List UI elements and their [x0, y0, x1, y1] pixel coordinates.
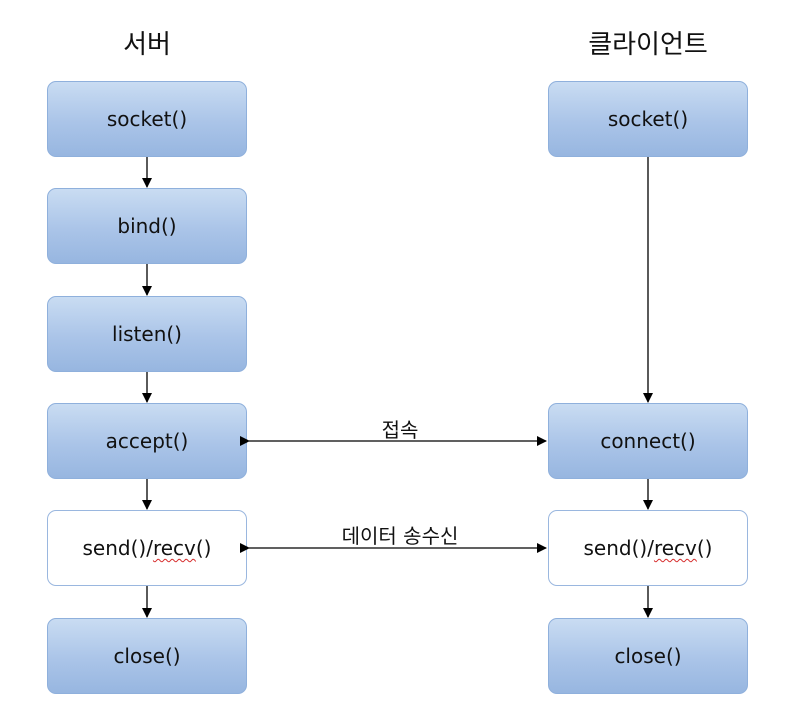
client-send-recv-box: send()/recv() [548, 510, 748, 586]
connect-edge-label: 접속 [381, 418, 419, 442]
client-column-title: 클라이언트 [588, 30, 708, 60]
server-recv-paren: () [195, 536, 212, 560]
server-recv-label: recv [152, 536, 196, 560]
client-close-box: close() [548, 618, 748, 694]
client-recv-label: recv [653, 536, 697, 560]
client-socket-box: socket() [548, 81, 748, 157]
server-send-label: send()/ [82, 536, 153, 560]
server-close-box: close() [47, 618, 247, 694]
client-close-label: close() [614, 644, 682, 668]
server-listen-box: listen() [47, 296, 247, 372]
data-transfer-edge-label: 데이터 송수신 [341, 524, 459, 548]
server-listen-label: listen() [112, 322, 182, 346]
server-column-title: 서버 [123, 30, 171, 60]
client-send-label: send()/ [583, 536, 654, 560]
client-connect-box: connect() [548, 403, 748, 479]
client-recv-paren: () [696, 536, 713, 560]
server-close-label: close() [113, 644, 181, 668]
server-accept-label: accept() [105, 429, 189, 453]
client-socket-label: socket() [607, 107, 689, 131]
server-bind-box: bind() [47, 188, 247, 264]
server-accept-box: accept() [47, 403, 247, 479]
server-socket-box: socket() [47, 81, 247, 157]
client-connect-label: connect() [600, 429, 696, 453]
server-socket-label: socket() [106, 107, 188, 131]
server-bind-label: bind() [117, 214, 177, 238]
